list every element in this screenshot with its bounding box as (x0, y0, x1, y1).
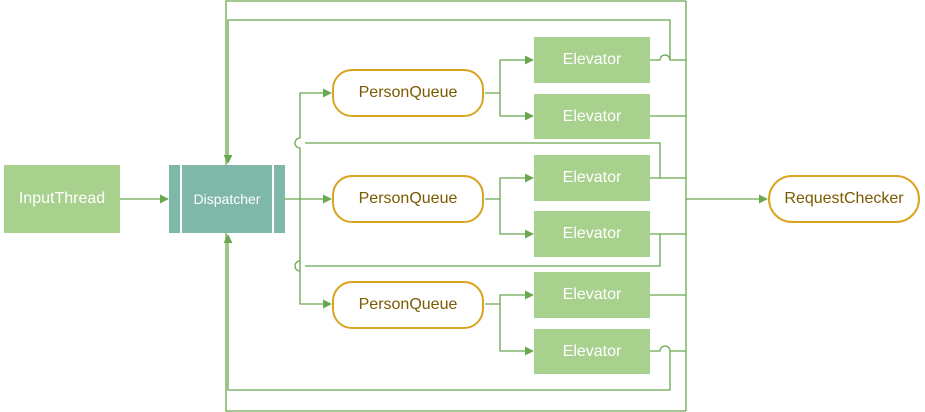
feedback-middle-top (305, 142, 661, 178)
person-queue-2: PersonQueue (332, 175, 484, 223)
elevator-2: Elevator (534, 94, 650, 139)
dispatcher-node: Dispatcher (169, 165, 285, 233)
person-queue-3: PersonQueue (332, 281, 484, 329)
elevator-1: Elevator (534, 37, 650, 83)
arrow-queue1-to-elevator1 (485, 55, 534, 94)
elevator-4: Elevator (534, 211, 650, 257)
arrow-queue2-to-elevator3 (485, 173, 534, 200)
wire-elevator1-to-bus (650, 54, 686, 61)
arrow-dispatcher-to-queue-1 (294, 88, 332, 199)
arrow-dispatcher-to-queue-3 (294, 199, 332, 309)
arrow-queue1-to-elevator2 (499, 93, 534, 121)
arrow-queue3-to-elevator6 (499, 304, 534, 356)
wire-elevator6-to-bus (650, 345, 686, 352)
feedback-middle-bottom (305, 234, 661, 267)
request-checker-node: RequestChecker (768, 175, 920, 223)
elevator-5: Elevator (534, 272, 650, 318)
arrow-queue2-to-elevator4 (499, 199, 534, 239)
feedback-inner-top (223, 19, 671, 164)
arrow-queue3-to-elevator5 (485, 290, 534, 305)
feedback-inner-bottom (223, 234, 671, 391)
elevator-6: Elevator (534, 329, 650, 374)
input-thread-node: InputThread (4, 165, 120, 233)
person-queue-1: PersonQueue (332, 69, 484, 117)
dispatcher-label: Dispatcher (193, 191, 261, 207)
elevator-3: Elevator (534, 155, 650, 201)
